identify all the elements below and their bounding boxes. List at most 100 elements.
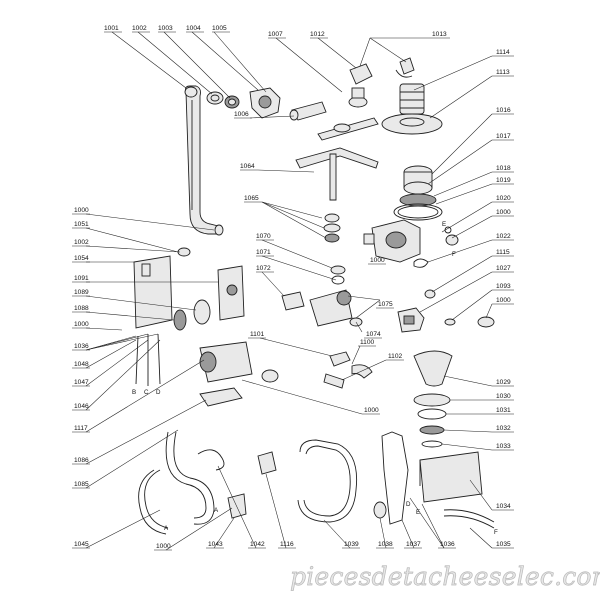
letter-c: C [144, 389, 149, 396]
part-1036-wires [135, 333, 161, 386]
part-1002-ring [206, 91, 224, 105]
part-1012-hub [348, 63, 373, 108]
part-1030-1033-plates [413, 393, 451, 448]
label-1003: 1003 [158, 25, 173, 32]
label-1089: 1089 [74, 289, 89, 296]
connection-letters: B C D E F A A D E F [132, 221, 498, 536]
part-1037-arch [381, 431, 409, 525]
label-1013: 1013 [432, 31, 447, 38]
part-1027-valve [397, 307, 425, 333]
label-1006: 1006 [234, 111, 249, 118]
part-1100-1102-fittings [323, 351, 373, 389]
label-1048: 1048 [74, 361, 89, 368]
label-1036: 1036 [74, 343, 89, 350]
part-sump-body [363, 219, 421, 263]
letter-f-bottom: F [494, 529, 498, 536]
label-1074: 1074 [366, 331, 381, 338]
part-1006-elbow [289, 101, 327, 121]
label-1086: 1086 [74, 457, 89, 464]
part-1034-softener-tank [419, 451, 483, 503]
part-1039-corrugated-hose [297, 439, 358, 523]
label-1000-e: 1000 [74, 321, 89, 328]
label-1051: 1051 [74, 221, 89, 228]
part-1116-sensor [257, 451, 277, 475]
letter-a-hose: A [164, 525, 169, 532]
part-1054-heater [133, 255, 173, 329]
letter-d-bottom: D [406, 501, 411, 508]
part-labels: 1001 1002 1003 1004 1005 1007 1012 1013 … [72, 25, 514, 551]
label-1035: 1035 [496, 541, 511, 548]
label-1117: 1117 [74, 425, 88, 432]
label-1030: 1030 [496, 393, 511, 400]
label-1007: 1007 [268, 31, 283, 38]
letter-b: B [132, 389, 136, 396]
label-1115: 1115 [496, 249, 510, 256]
part-1001-drain-pipe [184, 85, 224, 236]
label-1012: 1012 [310, 31, 325, 38]
label-1088: 1088 [74, 305, 89, 312]
part-1117-drain-pump [199, 341, 279, 383]
part-1086-bracket [199, 387, 243, 407]
part-1064-lower-spray-arm [295, 147, 379, 201]
label-1029: 1029 [496, 379, 511, 386]
letter-e-bottom: E [416, 509, 420, 516]
label-1019: 1019 [496, 177, 511, 184]
part-1004-flange [249, 87, 281, 119]
part-1065-nozzle [323, 213, 341, 243]
label-1039: 1039 [344, 541, 359, 548]
label-1045: 1045 [74, 541, 89, 548]
label-1032: 1032 [496, 425, 511, 432]
label-1002: 1002 [132, 25, 147, 32]
label-1016: 1016 [496, 107, 511, 114]
label-1036-b: 1036 [440, 541, 455, 548]
part-1042-cable [197, 449, 225, 471]
label-1000-b: 1000 [74, 207, 89, 214]
part-1114-filter [399, 83, 425, 115]
label-1027: 1027 [496, 265, 511, 272]
part-upper-spray-arm [317, 117, 379, 141]
label-1000-c: 1000 [496, 297, 511, 304]
part-1093-small [444, 316, 495, 328]
part-1016-1019-sump-stack [393, 165, 443, 221]
label-1114: 1114 [496, 49, 510, 56]
label-1071: 1071 [256, 249, 271, 256]
label-1046: 1046 [74, 403, 89, 410]
label-1000-f: 1000 [364, 407, 379, 414]
label-1000-a: 1000 [496, 209, 511, 216]
label-1113: 1113 [496, 69, 510, 76]
label-1100: 1100 [360, 339, 375, 346]
part-1035-hose [443, 509, 495, 529]
label-1075: 1075 [378, 301, 393, 308]
label-1070: 1070 [256, 233, 271, 240]
watermark-text: piecesdetacheeselec.com [290, 562, 600, 591]
leader-lines [85, 31, 493, 551]
part-1113-filter-plate [381, 113, 443, 135]
label-1101: 1101 [250, 331, 265, 338]
label-1020: 1020 [496, 195, 511, 202]
part-1043-valve [227, 493, 247, 519]
label-1072: 1072 [256, 265, 271, 272]
label-1031: 1031 [496, 407, 511, 414]
part-1003-nut [224, 95, 240, 109]
part-1070-1075-pump [281, 265, 363, 327]
label-1047: 1047 [74, 379, 89, 386]
part-1045-drain-hose [138, 431, 215, 535]
label-1043: 1043 [208, 541, 223, 548]
label-1018: 1018 [496, 165, 511, 172]
label-1065: 1065 [244, 195, 259, 202]
label-1037: 1037 [406, 541, 421, 548]
label-1038: 1038 [378, 541, 393, 548]
part-1038-ring [373, 501, 387, 519]
label-1091: 1091 [74, 275, 89, 282]
label-1002-b: 1002 [74, 239, 89, 246]
label-1033: 1033 [496, 443, 511, 450]
label-1093: 1093 [496, 283, 511, 290]
part-1029-funnel [413, 350, 453, 387]
label-1034: 1034 [496, 503, 511, 510]
label-1017: 1017 [496, 133, 511, 140]
part-1013-clip [395, 57, 415, 78]
label-1042: 1042 [250, 541, 265, 548]
label-1054: 1054 [74, 255, 89, 262]
